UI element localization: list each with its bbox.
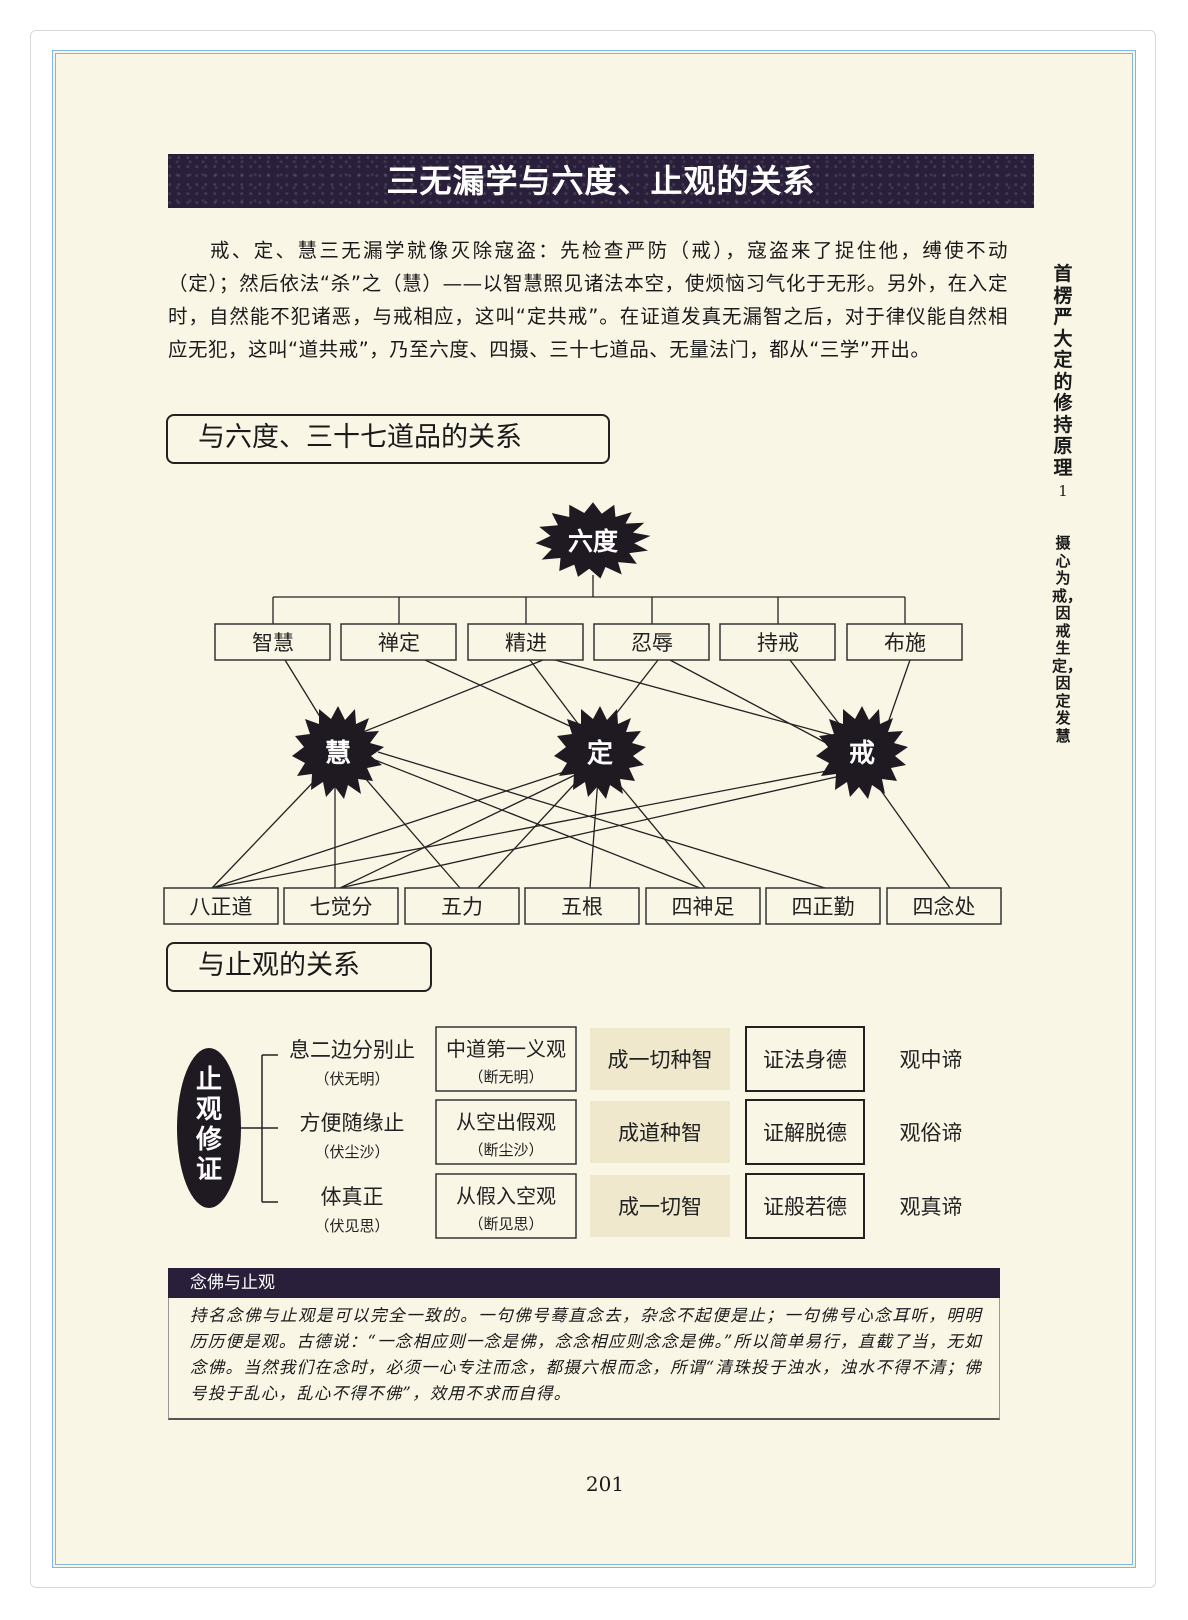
note-heading: 念佛与止观 bbox=[190, 1273, 275, 1293]
note-text: 持名念佛与止观是可以完全一致的。一句佛号蓦直念去，杂念不起便是止；一句佛号心念耳… bbox=[190, 1306, 982, 1403]
page-number: 201 bbox=[585, 1472, 625, 1496]
note-box bbox=[168, 1298, 1000, 1420]
section-heading-six-perfections: 与六度、三十七道品的关系 bbox=[166, 414, 610, 464]
page-title: 三无漏学与六度、止观的关系 bbox=[386, 162, 816, 200]
running-head-number: 1 bbox=[1058, 482, 1068, 500]
intro-paragraph: 戒、定、慧三无漏学就像灭除寇盗：先检查严防（戒），寇盗来了捉住他，缚使不动（定）… bbox=[168, 239, 1008, 361]
title-banner bbox=[168, 154, 1034, 208]
section-heading-zhiguan: 与止观的关系 bbox=[166, 942, 432, 992]
running-head-book-title: 首楞严大定的修持原理 bbox=[1053, 263, 1073, 479]
note-heading-bar bbox=[168, 1268, 1000, 1298]
running-head-chapter: 摄心为戒，因戒生定，因定发慧 bbox=[1052, 534, 1083, 745]
